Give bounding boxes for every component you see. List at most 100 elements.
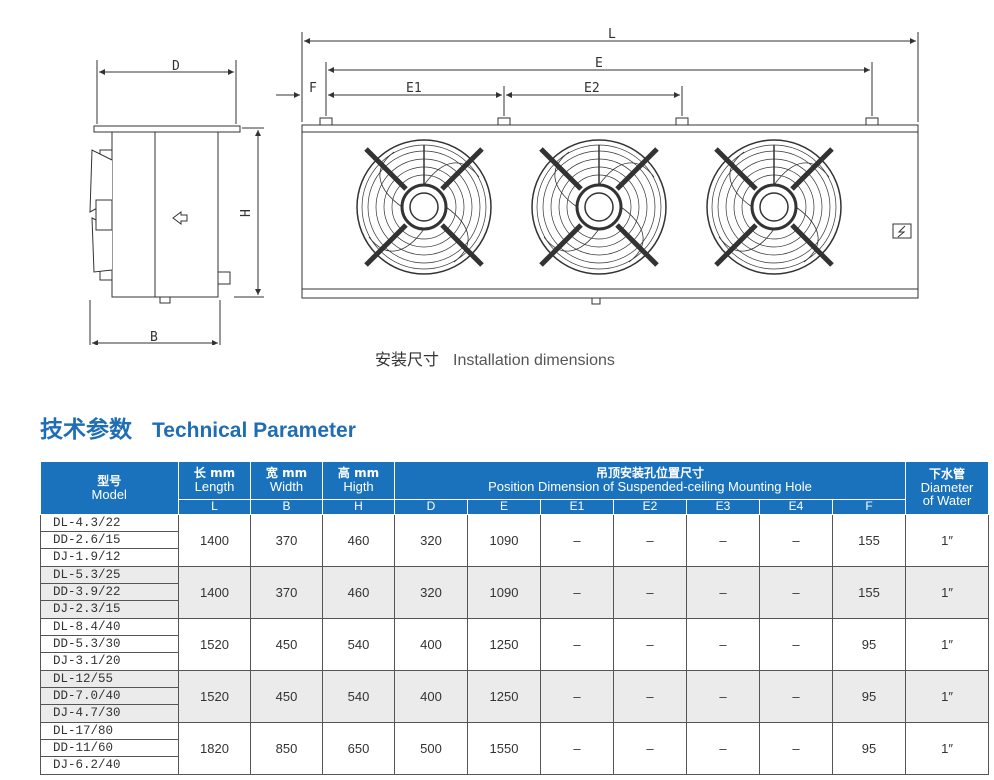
header-code-e: E (467, 499, 541, 515)
header-code-d: D (394, 499, 468, 515)
header-water: 下水管 Diameter of Water (905, 462, 990, 515)
cell-e: 1090 (467, 565, 541, 619)
cell-e4: – (759, 669, 833, 723)
model-name: DL-4.3/22 (41, 515, 178, 532)
header-position-cn: 吊顶安装孔位置尺寸 (596, 466, 705, 481)
cell-e2: – (613, 721, 687, 775)
cell-width: 450 (250, 617, 323, 671)
dim-label-b: B (150, 330, 158, 345)
cell-d: 500 (394, 721, 468, 775)
header-water-en2: of Water (922, 493, 972, 509)
cell-height: 460 (322, 513, 395, 567)
header-code-h: H (322, 499, 395, 515)
header-code-f: F (832, 499, 907, 515)
cell-e3: – (686, 617, 760, 671)
header-position-en: Position Dimension of Suspended-ceiling … (488, 479, 812, 495)
cell-e1: – (540, 565, 614, 619)
cell-length: 1820 (178, 721, 251, 775)
cell-water: 1″ (905, 513, 990, 567)
cell-e: 1550 (467, 721, 541, 775)
cell-f: 95 (831, 669, 907, 723)
side-view (89, 60, 264, 345)
model-name: DL-12/55 (41, 671, 178, 688)
cell-e2: – (613, 617, 687, 671)
header-code-l: L (178, 499, 251, 515)
header-height: 高 mm Higth (322, 462, 395, 500)
model-name: DJ-6.2/40 (53, 758, 121, 773)
section-title-cn: 技术参数 (40, 417, 132, 443)
model-name: DD-7.0/40 (41, 688, 178, 706)
header-model: 型号 Model (40, 462, 179, 515)
cell-e2: – (613, 669, 687, 723)
dim-label-h: H (239, 209, 254, 217)
dim-label-l: L (608, 27, 616, 42)
model-name: DD-5.3/30 (41, 636, 178, 654)
technical-parameter-table: 型号 Model 长 mm Length 宽 mm Width 高 mm Hig… (40, 462, 990, 775)
cell-water: 1″ (905, 617, 990, 671)
cell-height: 540 (322, 617, 395, 671)
cell-water: 1″ (905, 669, 990, 723)
model-name: DJ-4.7/30 (53, 706, 121, 721)
cell-d: 400 (394, 617, 468, 671)
cell-length: 1520 (178, 669, 251, 723)
header-water-cn: 下水管 (929, 467, 966, 482)
model-name: DD-3.9/22 (41, 584, 178, 602)
header-code-e2: E2 (613, 499, 687, 515)
cell-e1: – (540, 513, 614, 567)
cell-d: 400 (394, 669, 468, 723)
cell-width: 450 (250, 669, 323, 723)
cell-e: 1250 (467, 617, 541, 671)
fan-2 (531, 139, 667, 275)
cell-f: 95 (831, 721, 907, 775)
cell-height: 540 (322, 669, 395, 723)
header-width-cn: 宽 mm (265, 466, 308, 481)
installation-drawing: D B H (89, 27, 919, 345)
cell-d: 320 (394, 513, 468, 567)
cell-length: 1520 (178, 617, 251, 671)
cell-water: 1″ (905, 721, 990, 775)
cell-f: 155 (831, 513, 907, 567)
fan-3 (706, 139, 842, 275)
cell-e4: – (759, 513, 833, 567)
dim-label-f: F (309, 81, 317, 96)
header-height-en: Higth (343, 479, 374, 495)
model-name: DJ-2.3/15 (53, 602, 121, 617)
cell-width: 850 (250, 721, 323, 775)
model-name: DL-5.3/25 (41, 567, 178, 584)
cell-length: 1400 (178, 565, 251, 619)
header-code-e4: E4 (759, 499, 833, 515)
model-name: DJ-3.1/20 (53, 654, 121, 669)
header-length: 长 mm Length (178, 462, 251, 500)
cell-d: 320 (394, 565, 468, 619)
cell-height: 460 (322, 565, 395, 619)
header-position: 吊顶安装孔位置尺寸 Position Dimension of Suspende… (394, 462, 907, 500)
cell-e2: – (613, 513, 687, 567)
cell-height: 650 (322, 721, 395, 775)
cell-e3: – (686, 721, 760, 775)
section-title-en: Technical Parameter (152, 419, 356, 442)
dim-label-e2: E2 (584, 81, 600, 96)
header-height-cn: 高 mm (337, 466, 380, 481)
cell-e3: – (686, 565, 760, 619)
cell-f: 155 (831, 565, 907, 619)
caption-en: Installation dimensions (453, 352, 615, 369)
header-length-en: Length (194, 479, 235, 495)
cell-e1: – (540, 617, 614, 671)
header-model-en: Model (91, 486, 127, 502)
cell-e: 1090 (467, 513, 541, 567)
cell-e3: – (686, 513, 760, 567)
model-name: DJ-1.9/12 (53, 550, 121, 565)
header-code-e1: E1 (540, 499, 614, 515)
cell-e1: – (540, 669, 614, 723)
